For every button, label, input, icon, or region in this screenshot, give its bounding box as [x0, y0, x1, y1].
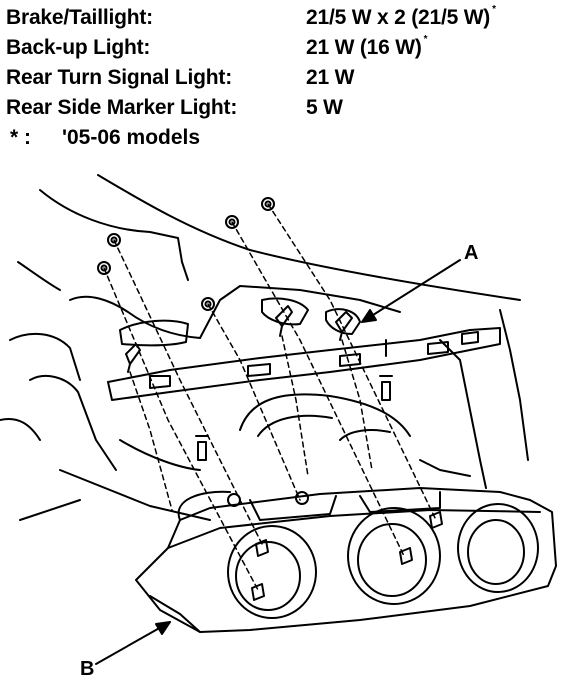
alignment-lines [103, 203, 437, 591]
spec-value-text: 21/5 W x 2 (21/5 W) [306, 6, 491, 29]
footnote-mark: * [492, 4, 496, 15]
callout-a-leader [361, 259, 461, 323]
footnote: * : '05-06 models [10, 126, 200, 150]
spec-value: 21 W [306, 66, 356, 90]
taillight-lenses [227, 503, 539, 619]
mounting-nuts [97, 197, 275, 311]
spec-row-rear-turn-signal: Rear Turn Signal Light: 21 W [6, 64, 572, 94]
spec-row-backup-light: Back-up Light: 21 W (16 W)* [6, 34, 572, 64]
footnote-symbol: * : [10, 126, 31, 149]
spec-value: 5 W [306, 96, 345, 120]
spec-label: Brake/Taillight: [6, 6, 153, 29]
spec-value: 21 W (16 W)* [306, 34, 428, 60]
bulb-spec-list: Brake/Taillight: 21/5 W x 2 (21/5 W)* Ba… [6, 4, 572, 124]
mounting-bracket [107, 327, 501, 401]
footnote-mark: * [423, 34, 428, 45]
spec-label: Rear Turn Signal Light: [6, 66, 233, 89]
spec-value-text: 21 W [306, 66, 355, 89]
spec-label: Back-up Light: [6, 36, 151, 59]
spec-value-text: 21 W (16 W) [306, 36, 422, 59]
callout-b-leader [95, 621, 171, 665]
spec-value-text: 5 W [306, 96, 343, 119]
footnote-text: '05-06 models [62, 126, 201, 149]
spec-row-rear-side-marker: Rear Side Marker Light: 5 W [6, 94, 572, 124]
taillight-assembly [135, 487, 557, 633]
mounting-bolts [195, 339, 393, 461]
spec-row-brake-taillight: Brake/Taillight: 21/5 W x 2 (21/5 W)* [6, 4, 572, 34]
spec-value: 21/5 W x 2 (21/5 W)* [306, 4, 496, 30]
callout-a-label: A [464, 242, 479, 264]
spec-label: Rear Side Marker Light: [6, 96, 238, 119]
callout-b-label: B [80, 658, 95, 680]
bulb-sockets [125, 305, 353, 373]
